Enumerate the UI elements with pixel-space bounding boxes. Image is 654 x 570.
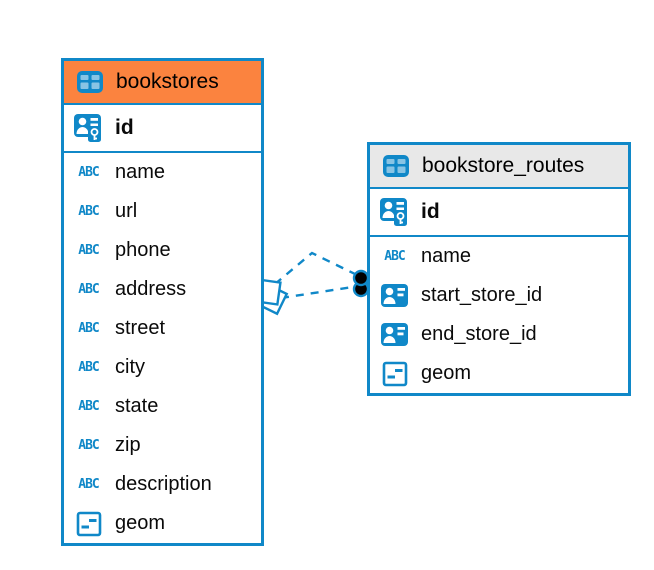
geometry-icon (379, 361, 410, 387)
text-abc-icon: ABC (78, 243, 100, 258)
column-name: start_store_id (421, 284, 543, 306)
column-name: phone (115, 239, 171, 261)
column-row-end_store_id[interactable]: end_store_id (370, 315, 628, 354)
column-name: end_store_id (421, 323, 537, 345)
text-abc-icon: ABC (78, 477, 100, 492)
column-row-address[interactable]: ABC address (64, 270, 261, 309)
stacked-dots-marker (352, 269, 370, 298)
reference-id-icon (379, 322, 410, 347)
text-abc-icon: ABC (78, 360, 100, 375)
column-row-zip[interactable]: ABC zip (64, 426, 261, 465)
column-row-description[interactable]: ABC description (64, 465, 261, 504)
table-icon (380, 154, 411, 178)
column-row-url[interactable]: ABC url (64, 192, 261, 231)
table-title: bookstore_routes (422, 154, 585, 177)
column-row-phone[interactable]: ABC phone (64, 231, 261, 270)
table-title: bookstores (116, 70, 219, 93)
primary-key-icon (379, 197, 410, 227)
column-name: state (115, 395, 159, 417)
column-name: street (115, 317, 166, 339)
text-abc-icon: ABC (78, 165, 100, 180)
column-row-geom[interactable]: geom (370, 354, 628, 393)
column-row-city[interactable]: ABC city (64, 348, 261, 387)
relationship-line[interactable] (280, 285, 354, 300)
column-name: geom (115, 512, 166, 534)
column-row-street[interactable]: ABC street (64, 309, 261, 348)
text-abc-icon: ABC (78, 438, 100, 453)
column-name: geom (421, 362, 472, 384)
text-abc-icon: ABC (78, 399, 100, 414)
column-row-start_store_id[interactable]: start_store_id (370, 276, 628, 315)
text-abc-icon: ABC (78, 282, 100, 297)
text-abc-icon: ABC (384, 249, 406, 264)
relationship-line[interactable] (274, 251, 358, 285)
table-icon (74, 70, 105, 94)
reference-id-icon (379, 283, 410, 308)
column-name: zip (115, 434, 141, 456)
column-name: name (115, 161, 166, 183)
primary-key-icon (73, 113, 104, 143)
column-name: id (421, 200, 440, 223)
geometry-icon (73, 511, 104, 537)
column-row-id[interactable]: id (64, 105, 261, 153)
column-row-geom[interactable]: geom (64, 504, 261, 543)
column-name: url (115, 200, 138, 222)
table-header[interactable]: bookstore_routes (370, 145, 628, 189)
column-row-id[interactable]: id (370, 189, 628, 237)
column-name: name (421, 245, 472, 267)
column-row-state[interactable]: ABC state (64, 387, 261, 426)
column-name: id (115, 116, 134, 139)
column-name: address (115, 278, 187, 300)
text-abc-icon: ABC (78, 321, 100, 336)
column-name: description (115, 473, 212, 495)
column-name: city (115, 356, 145, 378)
column-row-name[interactable]: ABC name (64, 153, 261, 192)
table-header[interactable]: bookstores (64, 61, 261, 105)
text-abc-icon: ABC (78, 204, 100, 219)
column-row-name[interactable]: ABC name (370, 237, 628, 276)
